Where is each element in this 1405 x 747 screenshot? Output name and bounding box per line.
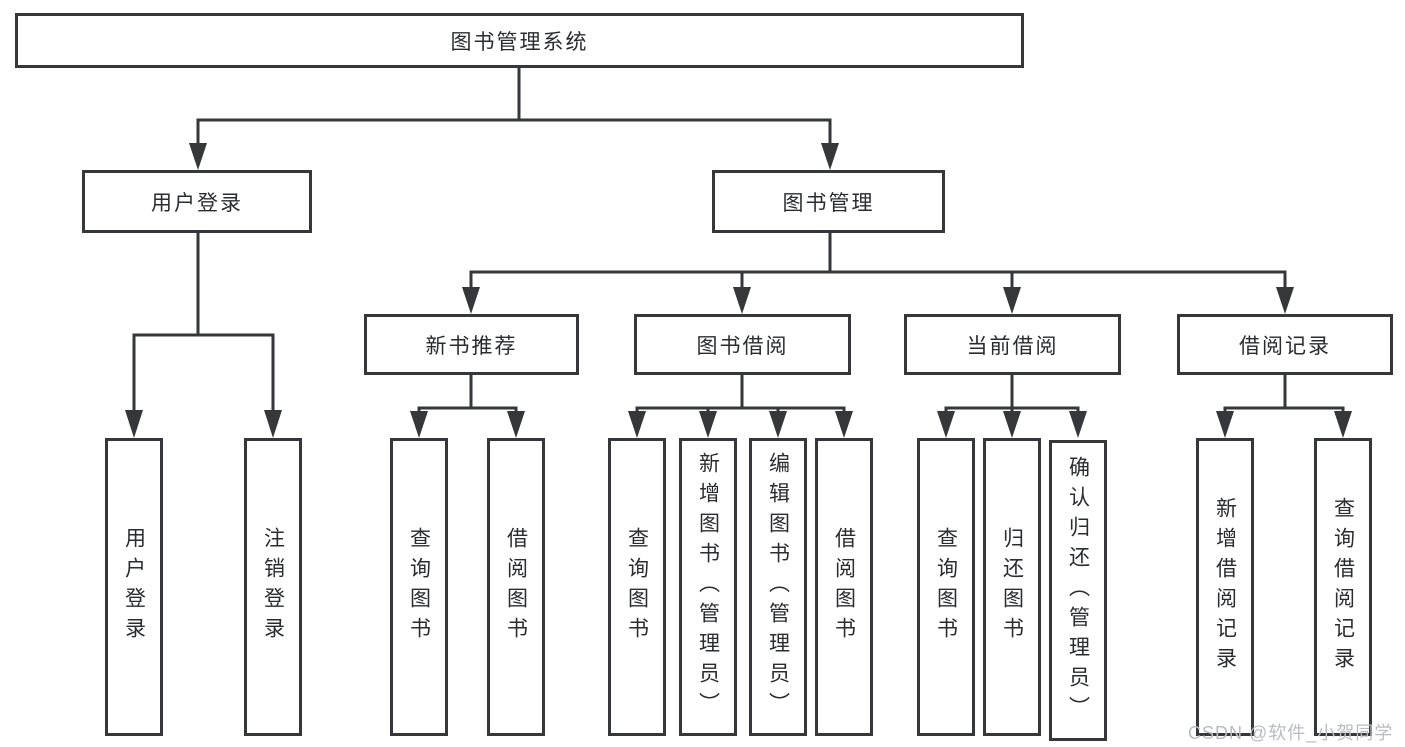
leaf-confirm-return-admin: 确认归还（管理员） <box>1049 440 1107 741</box>
connector-bookmgmt-to-level3 <box>469 233 1287 290</box>
node-label: 借阅图书 <box>504 527 528 647</box>
connector-root-to-level2 <box>196 68 832 145</box>
arrowheads-level2 <box>189 143 839 170</box>
node-current-borrow: 当前借阅 <box>904 314 1121 375</box>
node-user-login: 用户登录 <box>82 170 312 233</box>
watermark-text: CSDN @软件_小贺同学 <box>1188 723 1394 743</box>
node-label: 归还图书 <box>1000 527 1024 647</box>
connector-records-to-leaves <box>1223 375 1345 414</box>
node-label: 查询图书 <box>407 527 431 647</box>
connector-current-to-leaves <box>944 375 1080 414</box>
node-borrow-records: 借阅记录 <box>1177 314 1393 375</box>
connector-recommend-to-leaves <box>417 375 518 414</box>
connector-borrow-to-leaves <box>635 375 846 414</box>
node-label: 当前借阅 <box>966 334 1059 358</box>
node-label: 借阅图书 <box>832 527 856 647</box>
leaf-query-borrow-record: 查询借阅记录 <box>1314 438 1372 736</box>
leaf-add-borrow-record: 新增借阅记录 <box>1196 438 1254 736</box>
node-label: 新增图书（管理员） <box>696 452 720 722</box>
leaf-borrow-books: 借阅图书 <box>815 438 873 736</box>
leaf-return-books: 归还图书 <box>983 438 1041 736</box>
leaf-query-books-recommend: 查询图书 <box>390 438 448 736</box>
node-label: 查询借阅记录 <box>1331 497 1355 677</box>
connector-userlogin-to-leaves <box>132 233 275 413</box>
arrowheads-leaves <box>125 410 1352 438</box>
node-root: 图书管理系统 <box>15 13 1024 68</box>
leaf-query-books-current: 查询图书 <box>917 438 975 736</box>
leaf-borrow-books-recommend: 借阅图书 <box>487 438 545 736</box>
node-label: 查询图书 <box>934 527 958 647</box>
leaf-add-books-admin: 新增图书（管理员） <box>679 438 737 736</box>
leaf-user-login: 用户登录 <box>105 438 163 736</box>
leaf-query-books-borrow: 查询图书 <box>608 438 666 736</box>
leaf-edit-books-admin: 编辑图书（管理员） <box>749 438 807 736</box>
node-label: 确认归还（管理员） <box>1066 455 1090 726</box>
node-label: 借阅记录 <box>1239 334 1331 358</box>
arrowheads-level3 <box>462 287 1294 314</box>
node-new-book-recommend: 新书推荐 <box>364 314 579 375</box>
node-label: 编辑图书（管理员） <box>766 452 790 722</box>
node-label: 用户登录 <box>122 527 146 647</box>
node-label: 查询图书 <box>625 527 649 647</box>
node-label: 新书推荐 <box>425 334 518 358</box>
node-label: 用户登录 <box>151 191 243 215</box>
node-book-management: 图书管理 <box>712 170 945 233</box>
node-label: 图书管理系统 <box>450 30 589 54</box>
leaf-logout-login: 注销登录 <box>244 438 302 736</box>
node-label: 图书借阅 <box>696 334 789 358</box>
node-book-borrow: 图书借阅 <box>634 314 851 375</box>
node-label: 新增借阅记录 <box>1213 497 1237 677</box>
node-label: 图书管理 <box>782 191 875 215</box>
node-label: 注销登录 <box>261 527 285 647</box>
